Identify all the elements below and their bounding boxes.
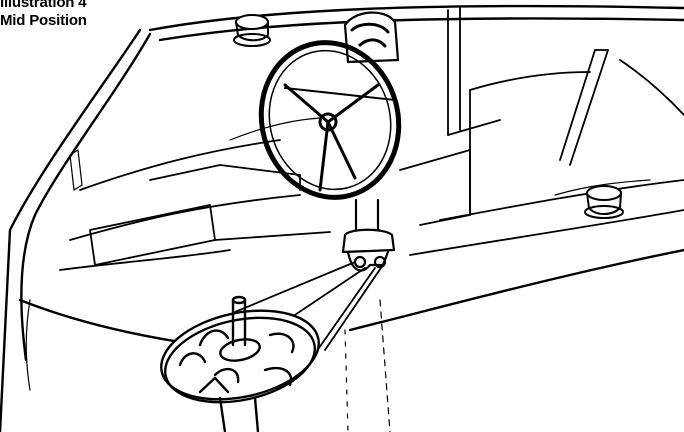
trim-lines <box>25 117 651 432</box>
hull-outline <box>0 4 684 432</box>
steering-wheel <box>258 40 402 200</box>
cleat-right <box>584 185 624 219</box>
cleat-left <box>233 14 271 47</box>
deck-panels <box>59 7 684 271</box>
caption-position-label: Mid Position <box>0 12 87 29</box>
illustration-caption: Illustration 4 Mid Position <box>0 0 87 30</box>
caption-illustration-number: Illustration 4 <box>0 0 87 11</box>
steering-pulley <box>160 295 320 432</box>
